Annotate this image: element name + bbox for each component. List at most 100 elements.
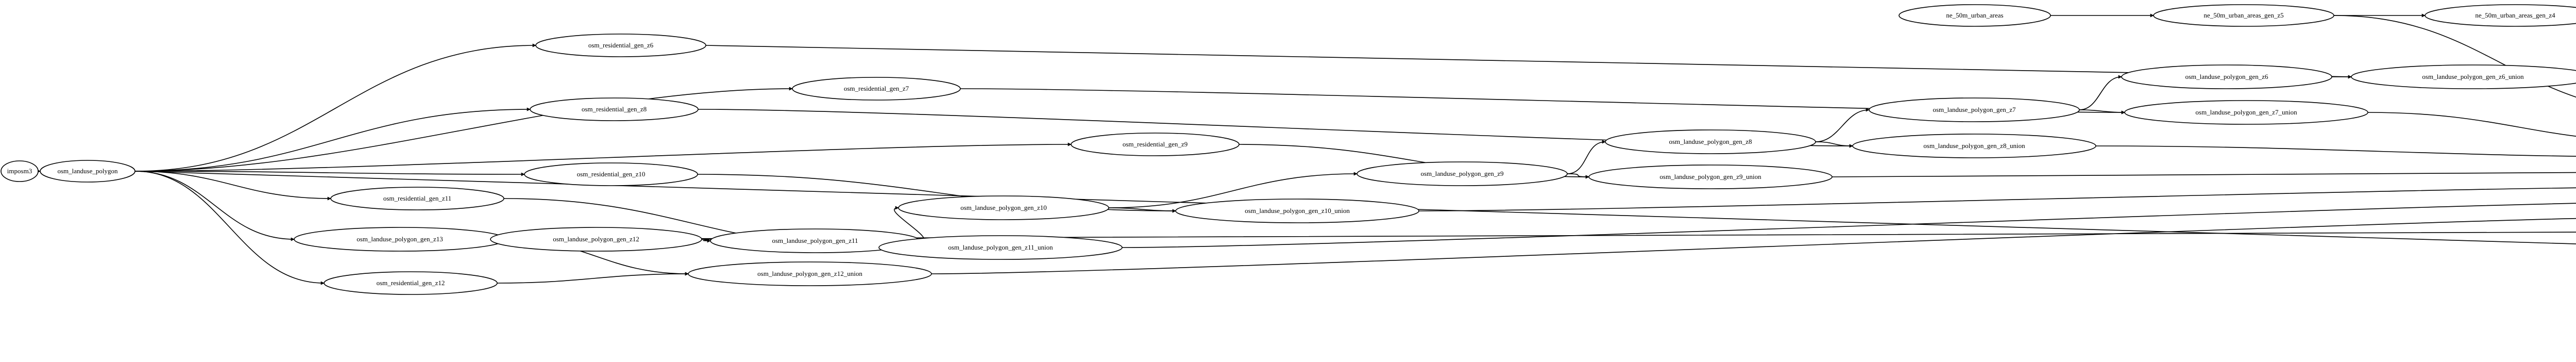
node-label: osm_residential_gen_z11 xyxy=(383,194,451,202)
node-layer: imposm3 osm_landuse_polygon osm_residentia… xyxy=(1,4,2576,295)
node-ellipse xyxy=(1357,161,1568,186)
node-ellipse xyxy=(2351,64,2576,89)
graph-node-ne-50m-urban-areas[interactable]: ne_50m_urban_areas xyxy=(1899,4,2051,27)
node-label: osm_residential_gen_z6 xyxy=(588,41,654,49)
node-label: osm_landuse_polygon_gen_z10 xyxy=(960,204,1047,211)
graph-node-osm-landuse-polygon-gen-z13[interactable]: osm_landuse_polygon_gen_z13 xyxy=(294,227,506,252)
node-ellipse xyxy=(535,34,706,57)
node-ellipse xyxy=(2153,4,2334,27)
graph-node-osm-landuse-polygon-gen-z7[interactable]: osm_landuse_polygon_gen_z7 xyxy=(1869,97,2080,122)
node-label: osm_landuse_polygon_gen_z12 xyxy=(553,235,639,243)
graph-node-imposm3[interactable]: imposm3 xyxy=(1,160,39,182)
node-ellipse xyxy=(490,227,702,252)
graph-edge xyxy=(1108,207,1176,213)
node-ellipse xyxy=(688,261,932,286)
graph-edge xyxy=(1567,140,1606,174)
graph-node-osm-landuse-polygon-gen-z7-union[interactable]: osm_landuse_polygon_gen_z7_union xyxy=(2124,100,2368,125)
graph-edge xyxy=(1418,187,2576,211)
node-label: osm_landuse_polygon_gen_z12_union xyxy=(757,270,862,277)
graph-edge xyxy=(2367,112,2576,137)
node-label: osm_residential_gen_z12 xyxy=(377,279,445,287)
node-label: osm_landuse_polygon_gen_z11_union xyxy=(948,243,1053,251)
graph-edge xyxy=(1815,108,1870,142)
graph-edge xyxy=(497,272,689,284)
node-ellipse xyxy=(898,195,1109,220)
node-ellipse xyxy=(330,187,504,210)
node-ellipse xyxy=(1605,129,1816,154)
graph-node-osm-landuse-polygon-gen-z8-union[interactable]: osm_landuse_polygon_gen_z8_union xyxy=(1852,134,2096,158)
node-ellipse xyxy=(530,97,699,121)
node-ellipse xyxy=(1852,134,2096,158)
node-label: osm_residential_gen_z8 xyxy=(582,105,647,113)
node-label: osm_landuse_polygon xyxy=(58,167,118,175)
graph-edge xyxy=(134,171,331,201)
node-label: osm_landuse_polygon_gen_z9 xyxy=(1420,170,1503,177)
graph-node-osm-residential-gen-z12[interactable]: osm_residential_gen_z12 xyxy=(324,271,498,295)
graph-node-osm-residential-gen-z9[interactable]: osm_residential_gen_z9 xyxy=(1071,133,1240,156)
node-ellipse xyxy=(1,160,39,182)
graph-node-ne-50m-urban-areas-gen-z5[interactable]: ne_50m_urban_areas_gen_z5 xyxy=(2153,4,2334,27)
graph-node-osm-landuse-polygon-gen-z10-union[interactable]: osm_landuse_polygon_gen_z10_union xyxy=(1175,199,1419,223)
graph-edge xyxy=(1108,172,1358,208)
graph-edge xyxy=(134,107,531,172)
node-ellipse xyxy=(40,160,135,183)
graph-node-osm-landuse-polygon-gen-z10[interactable]: osm_landuse_polygon_gen_z10 xyxy=(898,195,1109,220)
graph-node-osm-landuse-polygon-gen-z9-union[interactable]: osm_landuse_polygon_gen_z9_union xyxy=(1588,164,1833,189)
graph-node-osm-residential-gen-z10[interactable]: osm_residential_gen_z10 xyxy=(524,162,698,186)
node-label: osm_residential_gen_z7 xyxy=(844,85,909,92)
node-label: osm_landuse_polygon_gen_z7_union xyxy=(2195,108,2297,116)
node-ellipse xyxy=(1588,164,1833,189)
graph-node-osm-residential-gen-z6[interactable]: osm_residential_gen_z6 xyxy=(535,34,706,57)
graph-edge xyxy=(134,43,536,172)
node-ellipse xyxy=(524,162,698,186)
graph-node-osm-residential-gen-z8[interactable]: osm_residential_gen_z8 xyxy=(530,97,699,121)
graph-node-osm-landuse-polygon-gen-z6[interactable]: osm_landuse_polygon_gen_z6 xyxy=(2121,64,2332,89)
graph-edge xyxy=(2079,75,2122,110)
node-label: osm_landuse_polygon_gen_z10_union xyxy=(1245,207,1350,215)
node-label: osm_landuse_polygon_gen_z9_union xyxy=(1659,173,1761,180)
graph-edge xyxy=(1815,141,1853,148)
node-ellipse xyxy=(1899,4,2051,27)
graph-edge xyxy=(134,171,525,176)
node-ellipse xyxy=(878,235,1123,260)
node-label: osm_landuse_polygon_gen_z6 xyxy=(2185,73,2268,80)
node-ellipse xyxy=(1869,97,2080,122)
graph-node-osm-landuse-polygon-gen-z8[interactable]: osm_landuse_polygon_gen_z8 xyxy=(1605,129,1816,154)
graph-edge xyxy=(1832,172,2576,177)
node-label: ne_50m_urban_areas_gen_z5 xyxy=(2204,11,2283,19)
graph-node-osm-landuse-polygon-gen-z11-union[interactable]: osm_landuse_polygon_gen_z11_union xyxy=(878,235,1123,260)
graph-edge xyxy=(2333,15,2576,98)
graph-node-osm-landuse-polygon-gen-z6-union[interactable]: osm_landuse_polygon_gen_z6_union xyxy=(2351,64,2576,89)
graph-edge xyxy=(2079,109,2125,114)
graph-edge xyxy=(134,142,1072,172)
graph-node-osm-residential-gen-z7[interactable]: osm_residential_gen_z7 xyxy=(792,77,961,101)
graph-node-ne-50m-urban-areas-gen-z4[interactable]: ne_50m_urban_areas_gen_z4 xyxy=(2425,4,2576,27)
graph-node-osm-landuse-polygon-gen-z9[interactable]: osm_landuse_polygon_gen_z9 xyxy=(1357,161,1568,186)
node-label: osm_residential_gen_z10 xyxy=(577,170,646,178)
graph-node-osm-residential-gen-z11[interactable]: osm_residential_gen_z11 xyxy=(330,187,504,210)
graph-node-osm-landuse-polygon-gen-z12[interactable]: osm_landuse_polygon_gen_z12 xyxy=(490,227,702,252)
node-label: osm_landuse_polygon_gen_z8_union xyxy=(1923,142,2025,150)
node-label: osm_residential_gen_z9 xyxy=(1123,140,1188,148)
graph-node-osm-landuse-polygon[interactable]: osm_landuse_polygon xyxy=(40,160,135,183)
node-ellipse xyxy=(324,271,498,295)
graph-edge xyxy=(931,218,2576,274)
node-label: ne_50m_urban_areas xyxy=(1946,11,2003,19)
node-label: ne_50m_urban_areas_gen_z4 xyxy=(2475,11,2555,19)
node-label: osm_landuse_polygon_gen_z11 xyxy=(772,237,858,244)
node-ellipse xyxy=(1175,199,1419,223)
node-ellipse xyxy=(792,77,961,101)
graph-edge xyxy=(134,171,325,285)
node-label: osm_landuse_polygon_gen_z7 xyxy=(1933,106,2016,113)
graph-edge xyxy=(134,87,793,172)
node-ellipse xyxy=(1071,133,1240,156)
graph-node-osm-landuse-polygon-gen-z11[interactable]: osm_landuse_polygon_gen_z11 xyxy=(710,228,920,253)
graph-edge xyxy=(1567,173,1589,179)
graph-edge xyxy=(1122,203,2576,248)
node-label: osm_landuse_polygon_gen_z13 xyxy=(357,235,443,243)
node-label: imposm3 xyxy=(7,167,32,175)
graph-node-osm-landuse-polygon-gen-z12-union[interactable]: osm_landuse_polygon_gen_z12_union xyxy=(688,261,932,286)
graph-edge xyxy=(705,45,2352,79)
